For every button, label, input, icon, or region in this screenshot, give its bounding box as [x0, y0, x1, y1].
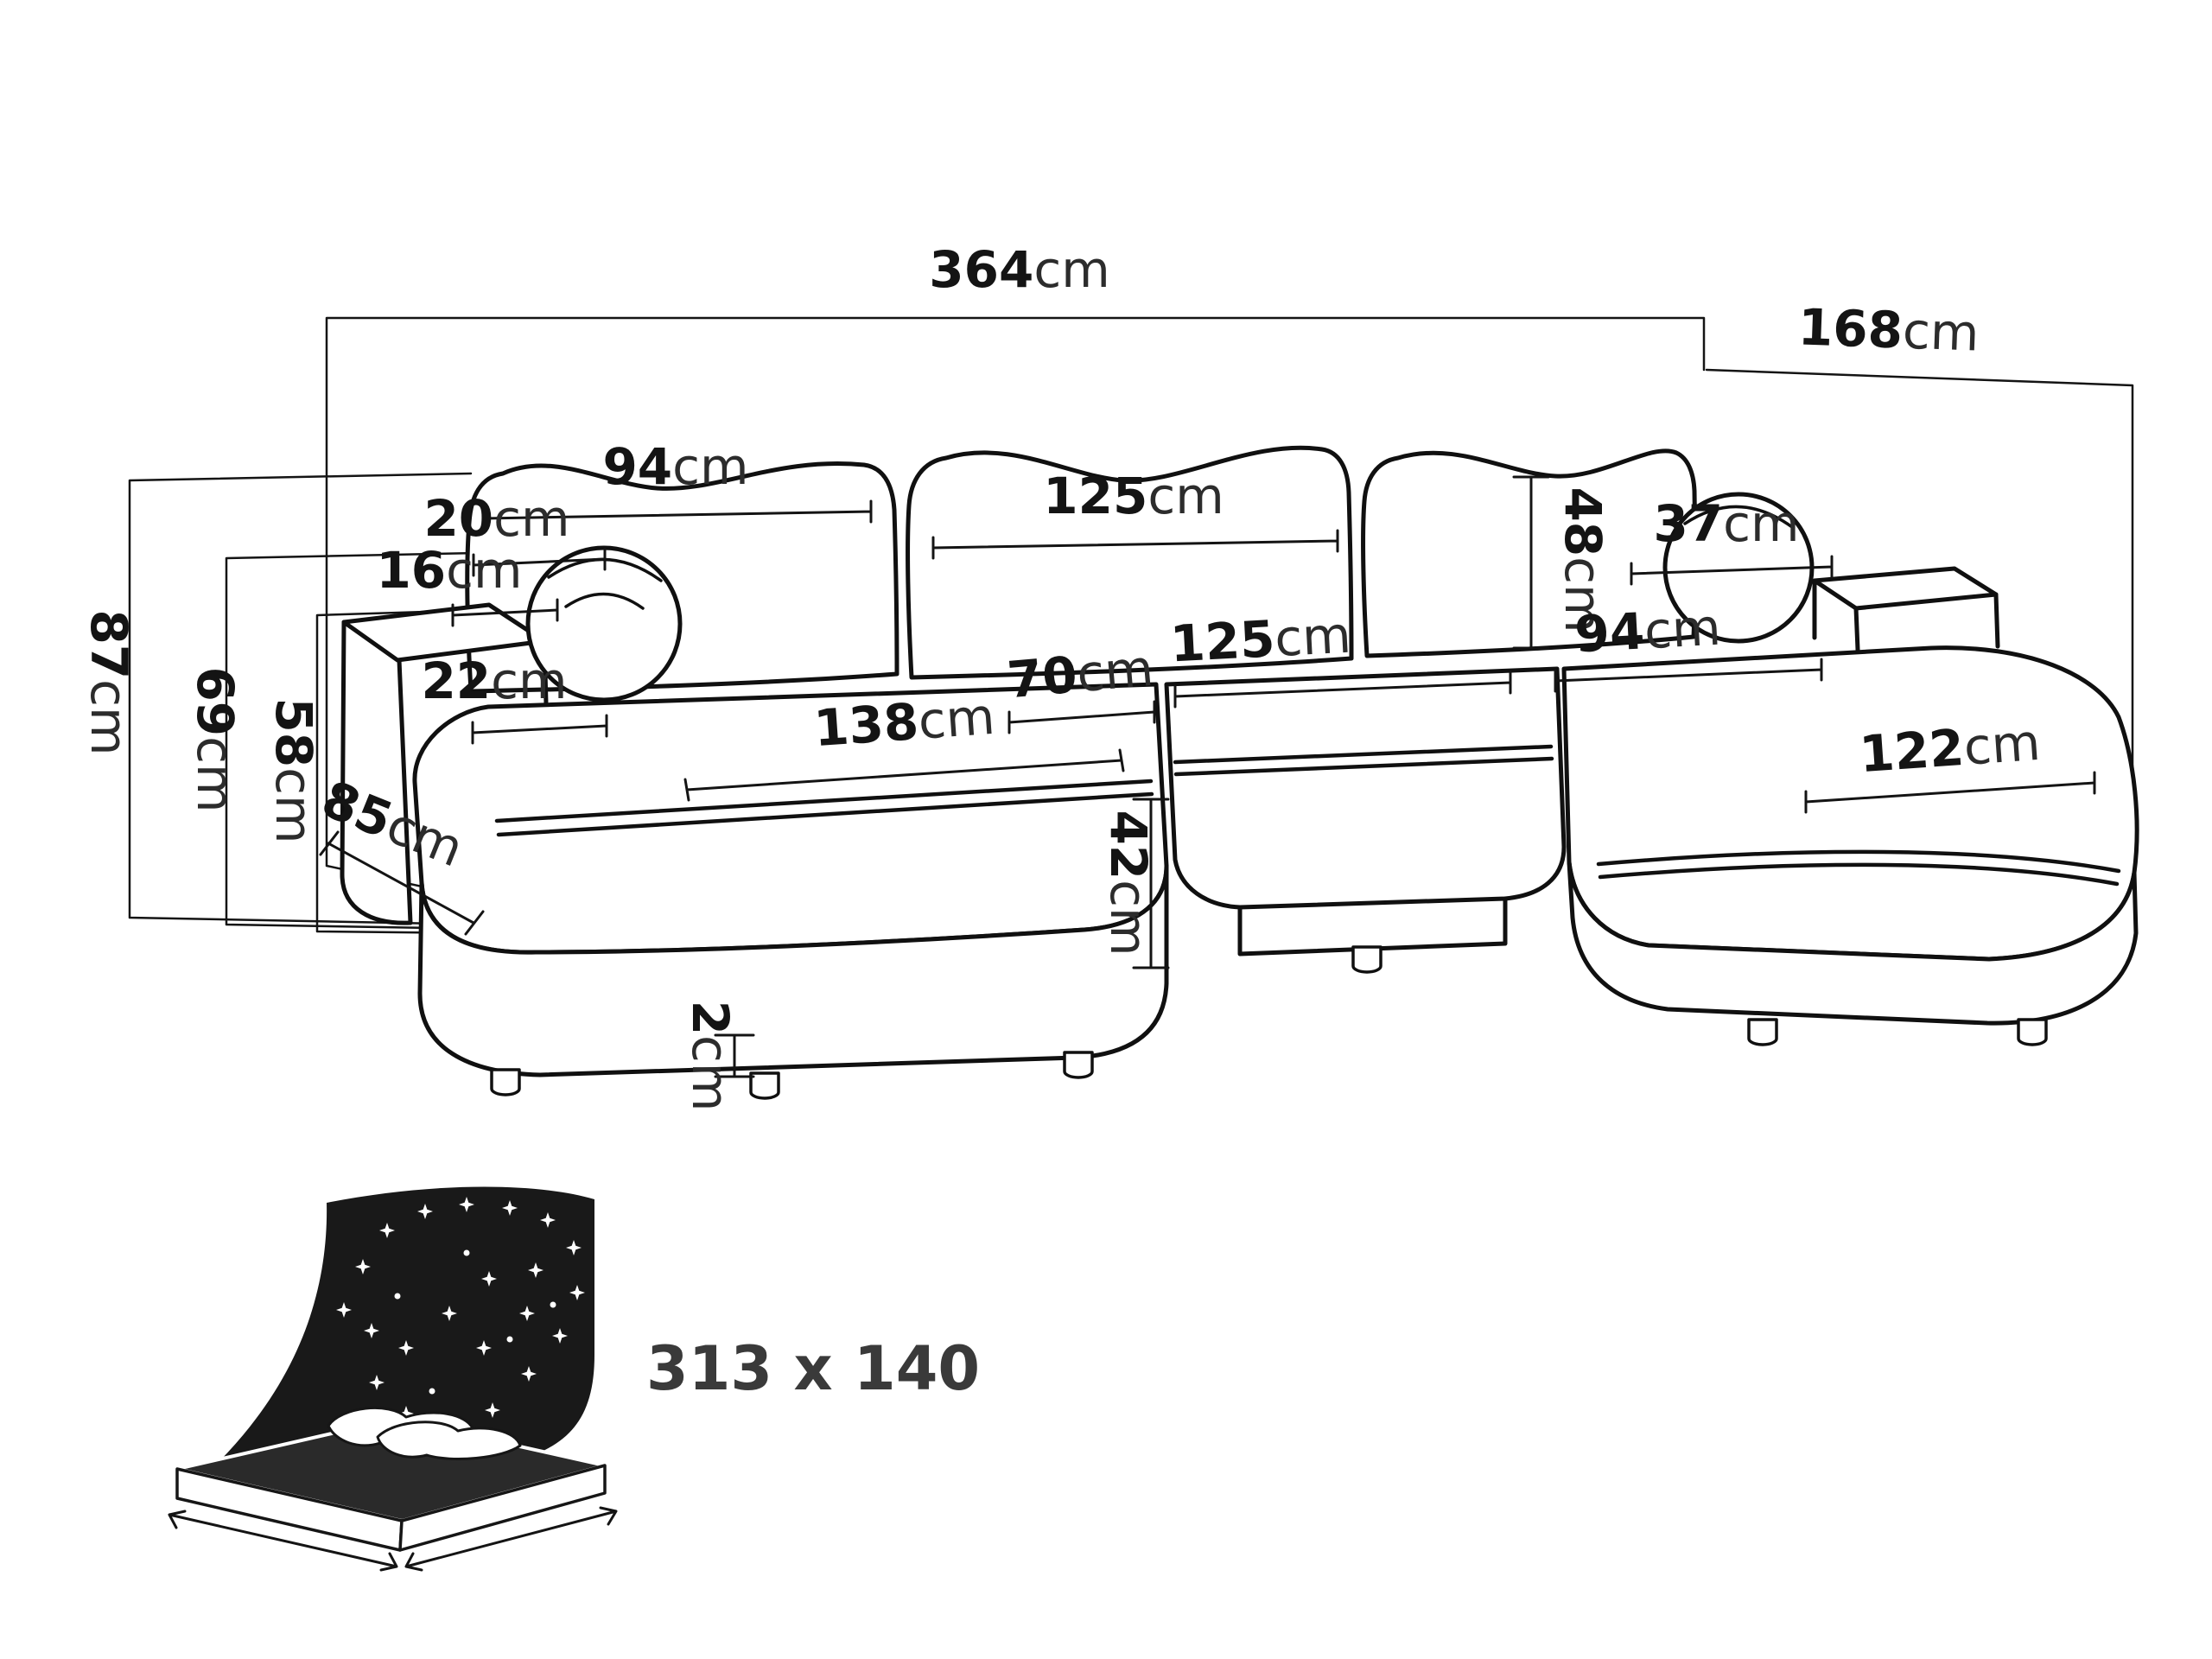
sofa-line-drawing — [340, 445, 2139, 1100]
label-back-height: 48cm — [1554, 486, 1612, 632]
sofa-legs — [490, 945, 2048, 1100]
dim-line-back-left-width — [482, 499, 873, 531]
leg — [749, 1071, 780, 1100]
leg — [1351, 945, 1382, 974]
width-arrow-left — [168, 1510, 398, 1572]
label-total-height: 87cm — [79, 609, 138, 755]
label-seat-height: 42cm — [1099, 810, 1158, 956]
dim-line-armrest-gap — [451, 598, 559, 627]
dim-line-back-height — [1512, 475, 1550, 650]
label-left-chaise-length: 138cm — [812, 687, 997, 758]
dim-line-left-chaise-length — [683, 748, 1125, 802]
dim-line-left-chaise-width — [319, 830, 485, 936]
dim-line-seat-depth — [1007, 700, 1156, 734]
label-back-left-width: 94cm — [602, 437, 748, 496]
label-armrest-pad: 20cm — [423, 489, 569, 548]
dim-line-middle-seat-width — [1173, 671, 1512, 709]
label-middle-seat-width: 125cm — [1169, 606, 1353, 674]
leg — [490, 1068, 521, 1096]
dim-line-right-chaise-length — [1804, 771, 2096, 814]
back-cushion-right — [1361, 448, 1698, 658]
middle-seat-top — [1164, 666, 1567, 910]
label-back-middle-width: 125cm — [1043, 467, 1224, 525]
leg — [1747, 1018, 1778, 1046]
left-chaise-front — [417, 863, 1169, 1077]
headboard-stars — [336, 1197, 585, 1446]
right-armrest-edges — [1812, 578, 2000, 652]
label-right-depth: 168cm — [1797, 297, 1980, 362]
right-chaise-top — [1561, 645, 2139, 962]
leg — [1063, 1051, 1094, 1079]
label-armrest-height: 58cm — [264, 697, 323, 843]
dimension-lines — [319, 475, 2096, 1078]
label-seat-depth: 70cm — [1005, 639, 1155, 709]
dim-line-right-seat-width — [1554, 658, 1823, 693]
right-chaise-front — [1567, 860, 2139, 1026]
dimension-labels: 364cm 168cm 94cm 125cm 48cm 37cm 20cm 16… — [79, 240, 2042, 1111]
pillow-right — [376, 1421, 522, 1460]
sleeping-area-size: 313 x 140 — [646, 1333, 980, 1404]
dim-line-seat-height — [1132, 798, 1170, 969]
dim-line-armrest-pad — [472, 547, 607, 577]
right-chaise-piping — [1596, 849, 2121, 887]
dim-line-back-middle-width — [931, 529, 1339, 560]
width-arrow-right — [404, 1506, 618, 1572]
label-backrest-height: 69cm — [186, 666, 245, 812]
label-bolster-diameter: 37cm — [1653, 494, 1799, 553]
label-right-chaise-length: 122cm — [1858, 713, 2043, 784]
dim-line-bolster-diameter — [1630, 555, 1834, 586]
sleeping-area-icon: 313 x 140 — [168, 1186, 980, 1572]
mattress-base-right — [398, 1464, 607, 1552]
bed-starry-headboard — [216, 1186, 594, 1471]
label-armrest-gap: 16cm — [376, 541, 522, 600]
right-armrest-pad — [1812, 566, 1999, 611]
left-chaise-piping — [494, 779, 1154, 837]
dim-line-armrest-width — [471, 714, 608, 745]
dim-frame-total-width — [325, 316, 1706, 902]
label-leg-height: 2cm — [681, 1001, 740, 1112]
label-armrest-width: 22cm — [421, 652, 567, 710]
back-cushion-middle — [906, 445, 1354, 680]
middle-seat-piping — [1173, 744, 1554, 777]
dim-line-leg-height — [714, 1033, 755, 1078]
label-right-seat-width: 94cm — [1573, 598, 1722, 664]
left-armrest-front — [340, 620, 413, 925]
bolster-right-fold — [1683, 505, 1794, 529]
label-total-width: 364cm — [929, 240, 1109, 299]
leg — [2017, 1018, 2048, 1046]
